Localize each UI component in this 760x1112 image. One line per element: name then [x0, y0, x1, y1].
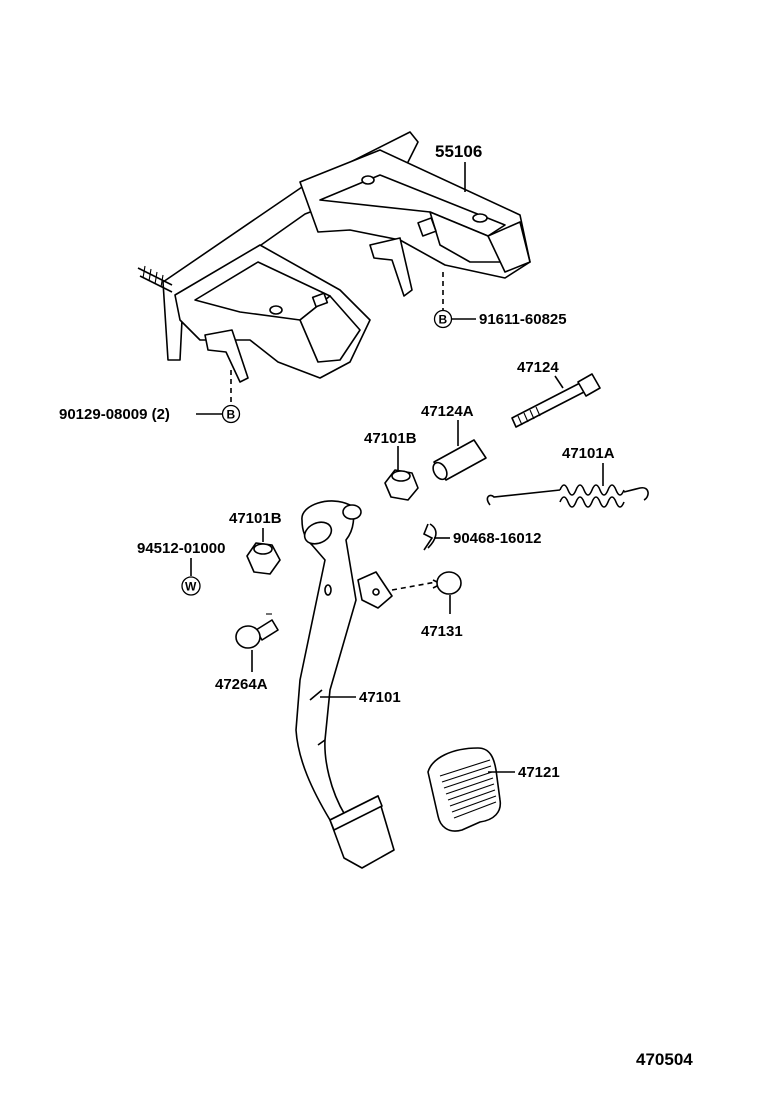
label-spring: 47101A: [562, 445, 615, 462]
label-bracket-bolt: 91611-60825: [479, 311, 567, 328]
bushing-upper-drawing[interactable]: [384, 469, 419, 501]
label-bushing-upper: 47101B: [364, 430, 417, 447]
marker-b-right: B: [433, 309, 453, 329]
collar-drawing[interactable]: [430, 439, 487, 482]
pedal-bracket-drawing[interactable]: [137, 131, 531, 383]
marker-b-right-letter: B: [439, 313, 448, 327]
figure-number: 470504: [636, 1050, 693, 1069]
label-pin: 47264A: [215, 676, 268, 693]
spring-drawing[interactable]: [486, 484, 649, 508]
leader-47124: [554, 375, 564, 389]
dashed-leader-stopper: [391, 581, 437, 591]
label-collar: 47124A: [421, 403, 474, 420]
pin-drawing[interactable]: [235, 613, 279, 649]
pedal-arm-drawing[interactable]: [295, 500, 395, 869]
stopper-drawing[interactable]: [432, 571, 462, 595]
label-pedal-arm: 47101: [359, 689, 401, 706]
bushing-lower-drawing[interactable]: [246, 542, 281, 575]
bolt-drawing[interactable]: [511, 373, 601, 428]
label-bolt: 47124: [517, 359, 559, 376]
clip-drawing[interactable]: [422, 523, 437, 551]
label-pedal-pad: 47121: [518, 764, 560, 781]
label-bracket: 55106: [435, 142, 482, 161]
label-bushing-lower: 47101B: [229, 510, 282, 527]
marker-b-left-letter: B: [227, 408, 236, 422]
pedal-pad-drawing[interactable]: [427, 747, 502, 832]
label-clip: 90468-16012: [453, 530, 541, 547]
marker-b-left: B: [221, 404, 241, 424]
marker-w-letter: W: [185, 580, 197, 594]
label-washer: 94512-01000: [137, 540, 225, 557]
label-stopper: 47131: [421, 623, 463, 640]
label-stud-nut: 90129-08009 (2): [59, 406, 170, 423]
marker-w: W: [181, 576, 201, 596]
